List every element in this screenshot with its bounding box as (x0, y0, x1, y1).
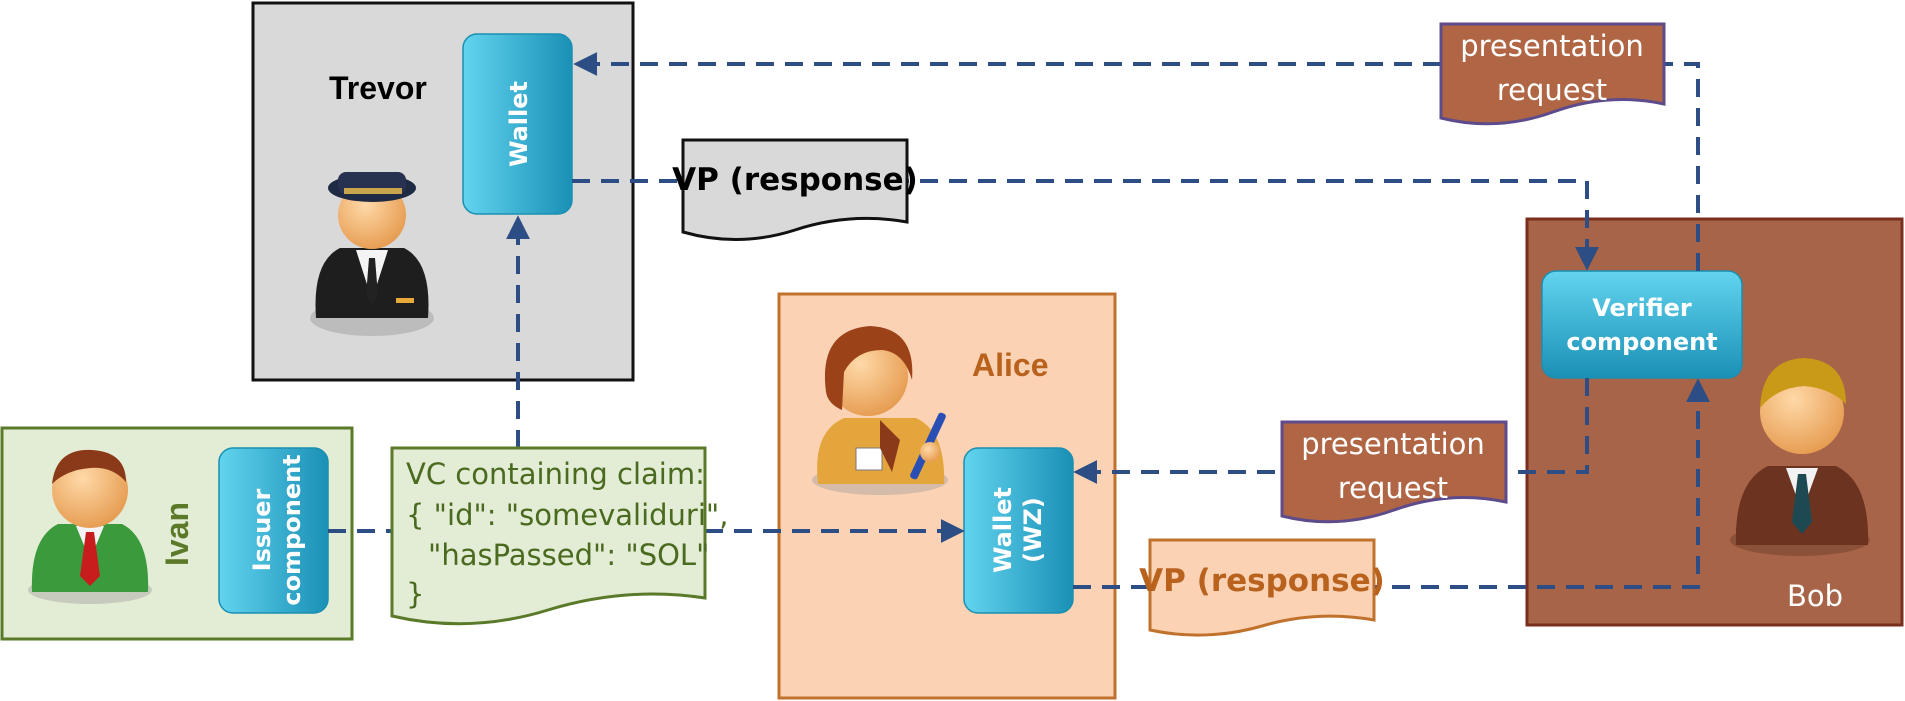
verifier-component-line1: Verifier (1592, 294, 1692, 322)
businessman-brown-icon (1730, 358, 1870, 556)
bob-box: Bob Verifier component (1525, 217, 1904, 627)
vc-claim-line1: VC containing claim: (406, 457, 705, 491)
businessman-green-icon (28, 449, 152, 604)
issuer-component-line1: Issuer (248, 488, 276, 571)
trevor-wallet-component[interactable]: Wallet (462, 33, 573, 215)
vc-claim-line3: "hasPassed": "SOL" (428, 538, 709, 572)
alice-name: Alice (972, 347, 1048, 383)
bob-name: Bob (1787, 579, 1843, 613)
trevor-wallet-label: Wallet (505, 81, 533, 167)
verifier-component-line2: component (1566, 328, 1717, 356)
issuer-component[interactable]: Issuer component (218, 447, 329, 614)
request-top-line1: presentation (1460, 29, 1644, 63)
ivan-name: Ivan (159, 502, 195, 566)
alice-wallet-line2: (WZ) (1019, 497, 1047, 563)
vp-trevor-text: VP (response) (672, 162, 918, 198)
arrow-request-to-trevor (573, 52, 1700, 271)
presentation-request-doc-top: presentation request (1439, 22, 1666, 126)
vc-claim-line2: { "id": "somevaliduri", (406, 498, 728, 532)
conductor-person-icon (310, 172, 434, 336)
request-top-line2: request (1497, 73, 1607, 107)
ivan-box: Ivan Issuer component (0, 426, 354, 641)
vp-alice-text: VP (response) (1139, 563, 1385, 599)
alice-box: Alice Wallet (WZ) (777, 292, 1117, 700)
arrow-request-to-alice (1073, 378, 1589, 484)
alice-wallet-component[interactable]: Wallet (WZ) (963, 447, 1074, 614)
vp-response-doc-trevor: VP (response) (672, 138, 918, 242)
presentation-request-doc-mid: presentation request (1280, 420, 1508, 524)
vp-response-doc-alice: VP (response) (1139, 538, 1385, 637)
vc-claim-line4: } (406, 577, 424, 611)
request-mid-line1: presentation (1301, 427, 1485, 461)
arrow-trevor-vp-to-verifier (572, 179, 1599, 271)
trevor-name: Trevor (329, 70, 427, 106)
trevor-box: Trevor Wallet (251, 1, 635, 382)
vc-claim-doc: VC containing claim: { "id": "somevalidu… (390, 446, 728, 626)
request-mid-line2: request (1338, 471, 1448, 505)
issuer-component-line2: component (278, 454, 306, 605)
verifier-component[interactable]: Verifier component (1541, 270, 1743, 379)
alice-wallet-line1: Wallet (989, 487, 1017, 573)
woman-signing-icon (812, 326, 948, 495)
